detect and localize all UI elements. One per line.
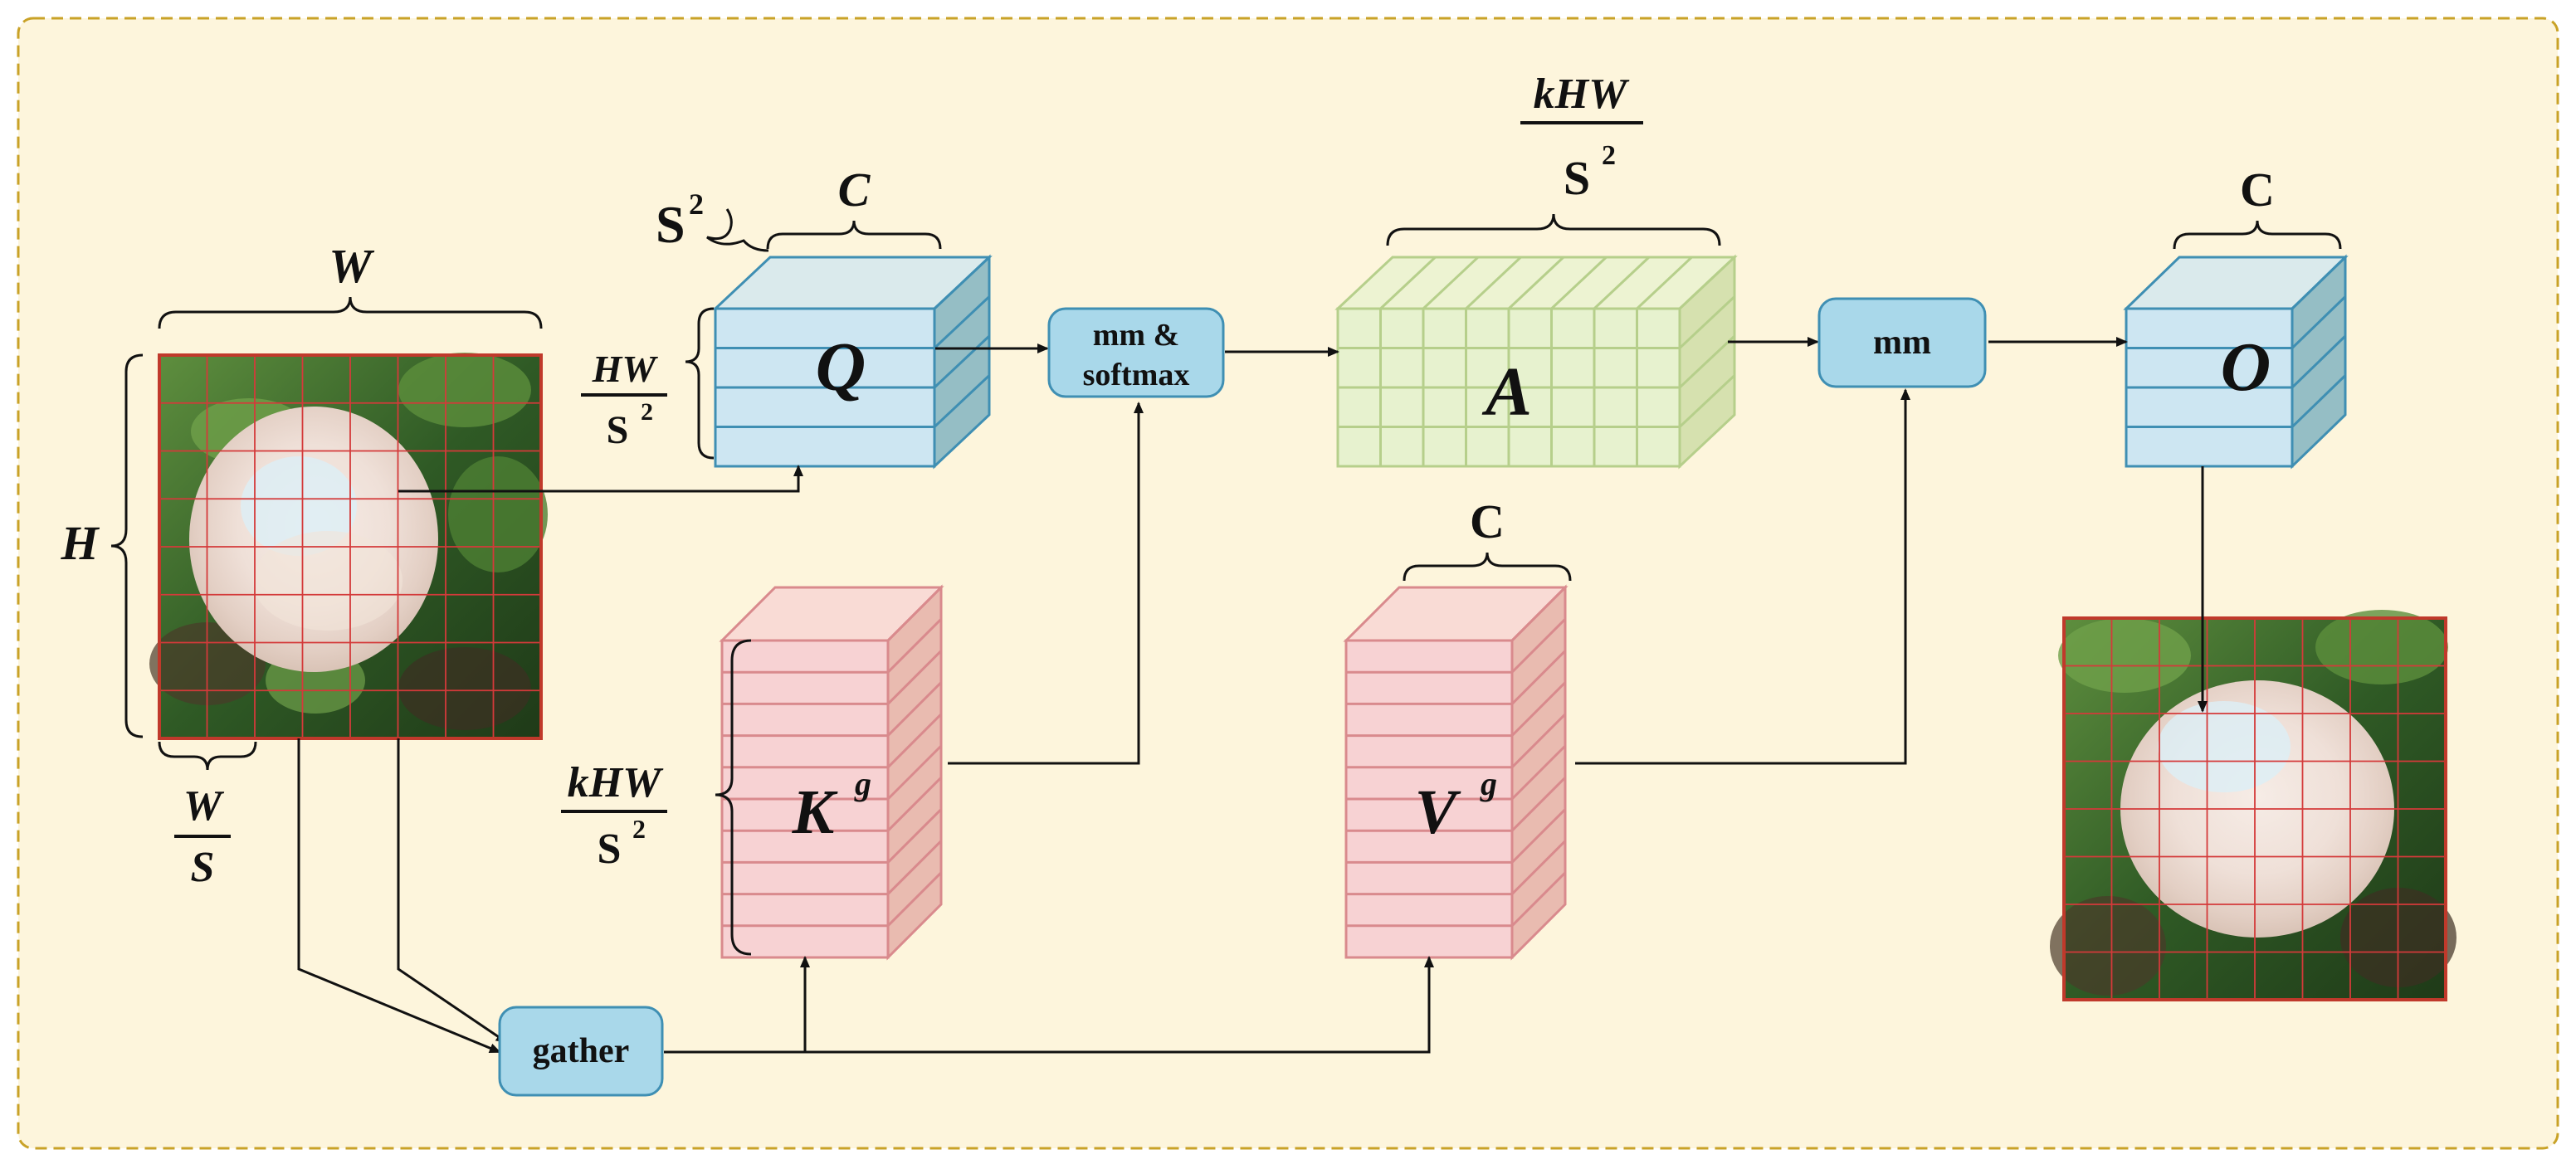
k-superscript: g xyxy=(854,765,871,802)
input-image xyxy=(149,353,548,740)
q-cube xyxy=(712,254,993,470)
a-width-denominator: S xyxy=(1564,151,1590,205)
k-rows-denominator-exp: 2 xyxy=(632,814,646,844)
k-rows-denominator: S xyxy=(598,826,622,873)
w-over-s-numerator: W xyxy=(183,782,225,830)
o-channels-label: C xyxy=(2240,163,2275,217)
input-width-label: W xyxy=(329,239,374,293)
o-label: O xyxy=(2221,329,2271,406)
o-cube xyxy=(2123,254,2349,470)
w-over-s-denominator: S xyxy=(191,844,215,891)
mm-softmax-line2: softmax xyxy=(1083,358,1190,392)
connectors xyxy=(297,337,2208,1054)
k-rows-numerator: kHW xyxy=(568,759,664,806)
q-rows-denominator: S xyxy=(607,408,629,452)
gather-op: gather xyxy=(498,1006,664,1097)
q-rows-denominator-exp: 2 xyxy=(641,398,653,426)
mm-label: mm xyxy=(1873,324,1931,362)
q-label: Q xyxy=(816,329,866,406)
v-cube xyxy=(1343,584,1569,961)
a-cube xyxy=(1334,254,1738,470)
s-squared-base: S xyxy=(656,195,685,254)
k-cube xyxy=(719,584,944,961)
a-width-numerator: kHW xyxy=(1534,71,1630,118)
v-label: V xyxy=(1415,777,1461,847)
input-height-label: H xyxy=(60,516,100,570)
output-image xyxy=(2050,610,2456,1001)
v-channels-label: C xyxy=(1470,494,1505,548)
mm-op: mm xyxy=(1817,297,1987,388)
v-superscript: g xyxy=(1480,765,1497,802)
k-label: K xyxy=(792,777,838,847)
q-channels-label: C xyxy=(838,163,871,217)
a-label: A xyxy=(1481,353,1532,431)
q-rows-numerator: HW xyxy=(592,348,659,390)
mm-softmax-line1: mm & xyxy=(1093,318,1179,353)
s-squared-exp: 2 xyxy=(689,188,704,221)
dimension-braces xyxy=(110,208,2342,956)
a-width-denominator-exp: 2 xyxy=(1602,140,1616,171)
gather-label: gather xyxy=(533,1032,630,1070)
mm-softmax-op: mm & softmax xyxy=(1047,307,1225,398)
